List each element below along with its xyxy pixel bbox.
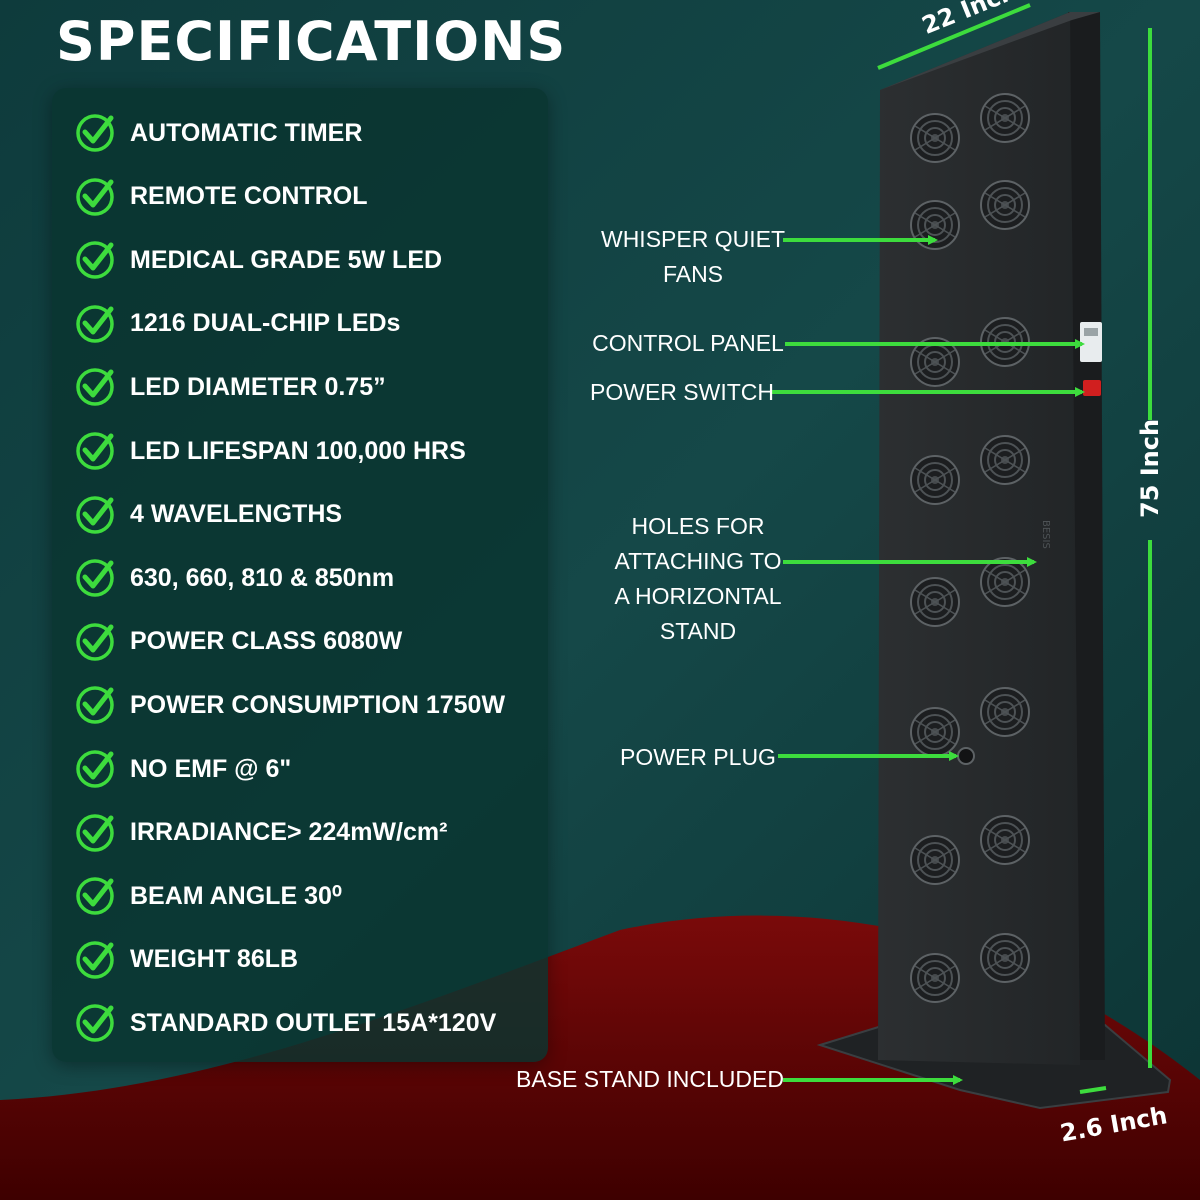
check-circle-icon [76, 941, 114, 979]
check-circle-icon [76, 559, 114, 597]
callout-holes-line-1: HOLES FOR [631, 513, 765, 539]
spec-item: MEDICAL GRADE 5W LED [74, 238, 544, 282]
check-circle-icon [76, 241, 114, 279]
spec-label: POWER CLASS 6080W [130, 627, 403, 656]
spec-label: MEDICAL GRADE 5W LED [130, 245, 443, 274]
spec-item: IRRADIANCE> 224mW/cm² [74, 811, 544, 855]
callout-power-plug-line-1: POWER PLUG [620, 744, 776, 770]
fan-grille-icon [980, 557, 1030, 607]
spec-label: IRRADIANCE> 224mW/cm² [130, 818, 448, 847]
spec-label: AUTOMATIC TIMER [130, 118, 363, 147]
fan-grille-icon [910, 707, 960, 757]
spec-label: POWER CONSUMPTION 1750W [130, 690, 506, 719]
spec-item: 1216 DUAL-CHIP LEDs [74, 302, 544, 346]
spec-item: NO EMF @ 6" [74, 747, 544, 791]
callout-fans-line-1: WHISPER QUIET [600, 226, 785, 252]
fan-grille-icon [980, 933, 1030, 983]
power-switch [1083, 380, 1101, 396]
callout-control-panel-line-1: CONTROL PANEL [592, 330, 784, 356]
check-circle-icon [76, 495, 114, 534]
spec-label: 1216 DUAL-CHIP LEDs [130, 309, 401, 338]
check-circle-icon [76, 432, 114, 470]
callout-fans: WHISPER QUIET FANS [598, 222, 788, 292]
spec-item: POWER CLASS 6080W [74, 620, 544, 664]
width-dimension-line [877, 3, 1031, 70]
callout-fans-line-2: FANS [662, 261, 724, 287]
callout-power-switch: POWER SWITCH [590, 375, 774, 410]
spec-label: WEIGHT 86LB [130, 945, 299, 974]
callout-holes: HOLES FOR ATTACHING TO A HORIZONTAL STAN… [608, 509, 788, 649]
check-circle-icon [76, 877, 114, 915]
check-circle-icon [76, 686, 114, 725]
fan-grille-icon [910, 455, 960, 505]
spec-item: POWER CONSUMPTION 1750W [74, 683, 544, 727]
fan-grille-icon [910, 113, 960, 163]
callout-power-switch-line-1: POWER SWITCH [590, 379, 774, 405]
spec-item: 4 WAVELENGTHS [74, 493, 544, 537]
check-circle-icon [76, 114, 114, 152]
spec-item: BEAM ANGLE 30⁰ [74, 874, 544, 918]
check-circle-icon [76, 750, 114, 788]
check-circle-icon [76, 813, 114, 852]
spec-label: STANDARD OUTLET 15A*120V [130, 1008, 497, 1037]
check-circle-icon [76, 623, 114, 661]
callout-holes-line-2: ATTACHING TO [614, 548, 782, 574]
fan-grille-icon [980, 180, 1030, 230]
spec-item: LED DIAMETER 0.75” [74, 365, 544, 409]
spec-label: LED LIFESPAN 100,000 HRS [130, 436, 466, 465]
check-circle-icon [76, 305, 114, 343]
fan-grille-icon [910, 835, 960, 885]
spec-label: NO EMF @ 6" [130, 754, 292, 783]
fan-grille-icon [980, 435, 1030, 485]
spec-item: WEIGHT 86LB [74, 938, 544, 982]
depth-dimension-line [1079, 1086, 1107, 1094]
spec-label: REMOTE CONTROL [130, 182, 368, 211]
check-circle-icon [76, 1004, 114, 1043]
power-plug-socket [957, 747, 975, 765]
fan-grille-icon [980, 815, 1030, 865]
check-circle-icon [76, 368, 114, 407]
fan-grille-icon [980, 93, 1030, 143]
spec-label: LED DIAMETER 0.75” [130, 372, 386, 401]
fan-grille-icon [980, 687, 1030, 737]
callout-holes-line-4: STAND [659, 618, 737, 644]
spec-label: BEAM ANGLE 30⁰ [130, 882, 342, 911]
spec-item: AUTOMATIC TIMER [74, 111, 544, 155]
callout-holes-line-3: A HORIZONTAL [614, 583, 782, 609]
fan-grille-icon [910, 577, 960, 627]
check-circle-icon [76, 177, 114, 216]
spec-item: REMOTE CONTROL [74, 175, 544, 219]
spec-label: 630, 660, 810 & 850nm [130, 563, 395, 592]
fan-grille-icon [910, 953, 960, 1003]
device-front-panel [878, 12, 1080, 1065]
spec-item: 630, 660, 810 & 850nm [74, 556, 544, 600]
callout-power-plug: POWER PLUG [620, 740, 776, 775]
callout-base-stand-line-1: BASE STAND INCLUDED [516, 1066, 784, 1092]
spec-list-panel: AUTOMATIC TIMER REMOTE CONTROL MEDICAL GRA… [52, 88, 548, 1062]
callout-control-panel: CONTROL PANEL [590, 326, 786, 361]
spec-item: STANDARD OUTLET 15A*120V [74, 1001, 544, 1045]
callout-base-stand: BASE STAND INCLUDED [516, 1062, 784, 1097]
height-dimension-label: 75 Inch [1136, 418, 1164, 518]
spec-label: 4 WAVELENGTHS [130, 500, 343, 529]
page-title: SPECIFICATIONS [56, 10, 567, 73]
brand-logo: BESIS [1040, 520, 1051, 549]
spec-item: LED LIFESPAN 100,000 HRS [74, 429, 544, 473]
